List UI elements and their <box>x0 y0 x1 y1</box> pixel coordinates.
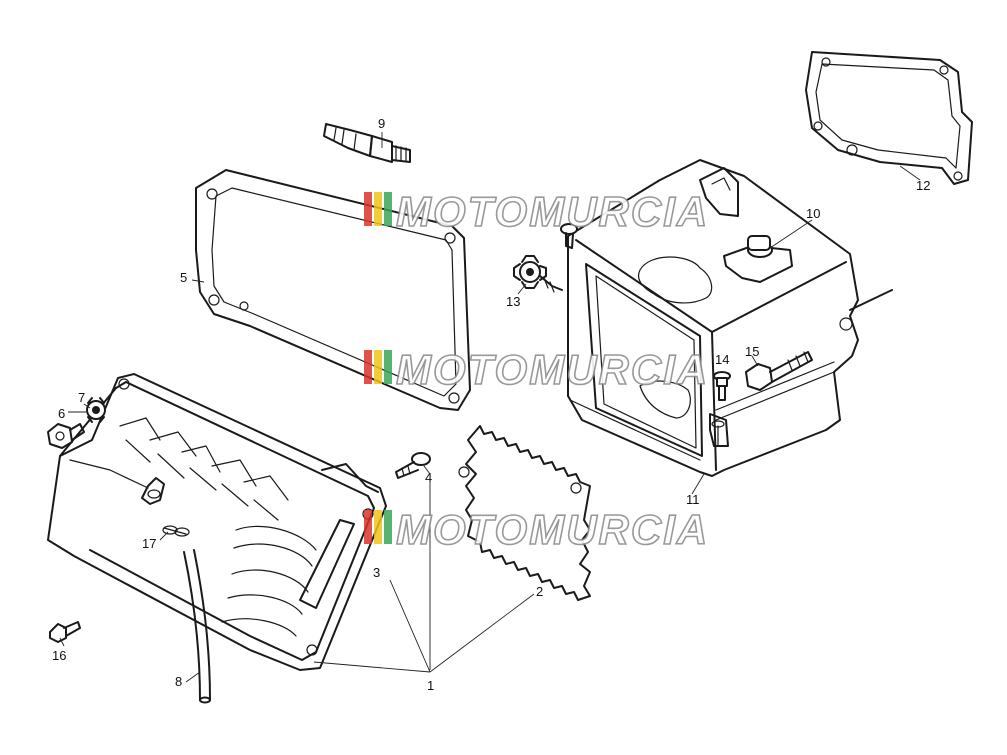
part-16-screw <box>49 621 81 643</box>
callout-1: 1 <box>427 678 434 693</box>
part-9-spark-plug <box>323 123 411 163</box>
part-15-bolt <box>745 351 813 391</box>
callout-14: 14 <box>715 352 729 367</box>
small-screw-icon <box>560 223 578 249</box>
part-8-tube <box>183 549 211 704</box>
callout-7: 7 <box>78 390 85 405</box>
callout-5: 5 <box>180 270 187 285</box>
callout-2: 2 <box>536 584 543 599</box>
watermark-bottom: MOTOMURCIA <box>364 505 709 554</box>
callout-15: 15 <box>745 344 759 359</box>
part-7-nut <box>86 397 106 423</box>
callout-labels: 9 5 7 6 4 17 3 2 16 8 1 10 13 14 15 11 1… <box>52 116 930 693</box>
part-17-clip <box>162 525 190 537</box>
watermark-text: MOTOMURCIA <box>396 188 709 235</box>
part-10-cap <box>747 235 773 258</box>
part-14-bolt <box>713 371 731 401</box>
part-2-plate <box>458 425 591 601</box>
callout-17: 17 <box>142 536 156 551</box>
part-1-valve-cover <box>47 373 387 671</box>
watermark-top: MOTOMURCIA <box>364 187 709 236</box>
watermark-middle: MOTOMURCIA <box>364 345 709 394</box>
watermark-text: MOTOMURCIA <box>396 506 709 553</box>
leader-lines <box>59 132 921 683</box>
part-4-screw <box>395 452 431 479</box>
callout-16: 16 <box>52 648 66 663</box>
callout-8: 8 <box>175 674 182 689</box>
watermark-text: MOTOMURCIA <box>396 346 709 393</box>
part-12-gasket <box>805 51 973 185</box>
callout-10: 10 <box>806 206 820 221</box>
callout-9: 9 <box>378 116 385 131</box>
callout-6: 6 <box>58 406 65 421</box>
part-6-bolt <box>47 423 85 449</box>
callout-13: 13 <box>506 294 520 309</box>
part-13-sprocket <box>513 255 563 293</box>
callout-11: 11 <box>686 492 700 507</box>
callout-4: 4 <box>425 470 432 485</box>
callout-12: 12 <box>916 178 930 193</box>
callout-3: 3 <box>373 565 380 580</box>
